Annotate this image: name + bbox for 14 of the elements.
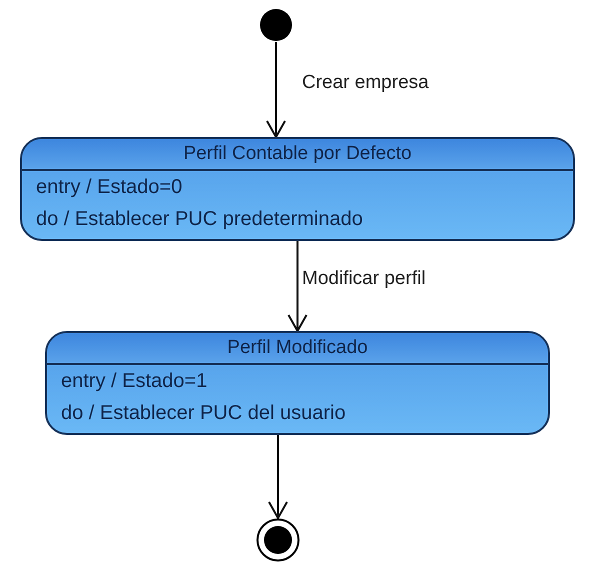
activity-text: entry / Estado=1 [60, 369, 208, 394]
initial-state [259, 8, 293, 42]
edge-label: Crear empresa [300, 72, 431, 94]
activity-text: do / Establecer PUC predeterminado [35, 207, 364, 232]
state-name: Perfil Contable por Defecto [22, 139, 573, 171]
state-box [20, 137, 575, 241]
state-box [45, 331, 550, 435]
transition-arrow [268, 435, 288, 519]
activity-text: entry / Estado=0 [35, 175, 184, 200]
final-state [256, 518, 300, 562]
activity-text: do / Establecer PUC del usuario [60, 401, 347, 426]
transition-arrow [288, 241, 308, 332]
transition-arrow [266, 42, 286, 138]
state-name: Perfil Modificado [47, 333, 548, 365]
